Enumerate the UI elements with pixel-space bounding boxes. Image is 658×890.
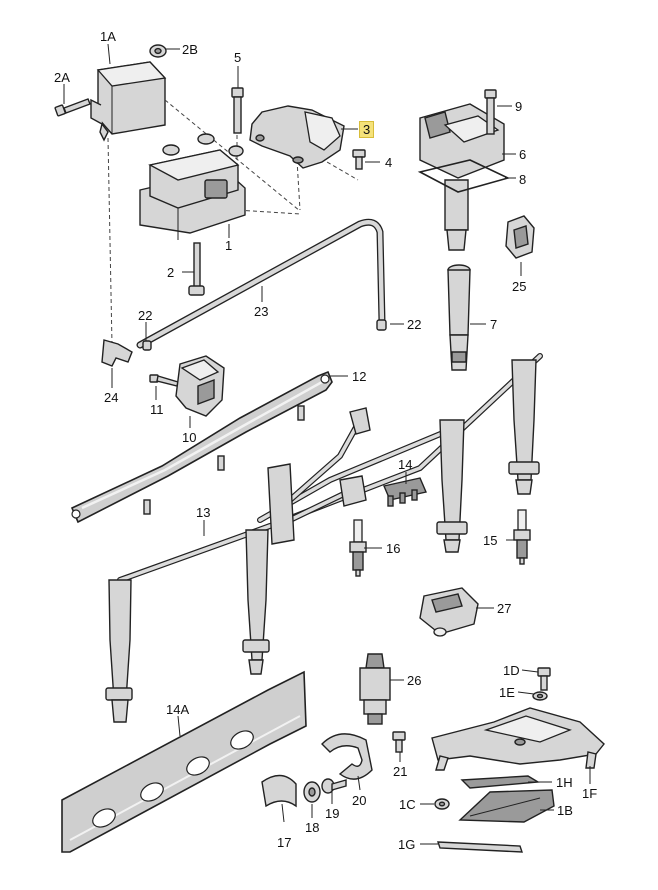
callout-21[interactable]: 21 — [393, 764, 408, 779]
callout-1[interactable]: 1 — [225, 238, 233, 253]
callout-14[interactable]: 14 — [398, 457, 413, 472]
alignment-line — [107, 137, 113, 346]
callout-15[interactable]: 15 — [483, 533, 498, 548]
bolt-21[interactable] — [392, 731, 406, 753]
callout-20[interactable]: 20 — [352, 793, 367, 808]
leader-lines — [63, 43, 591, 845]
ignition-lead-set-13[interactable] — [105, 353, 543, 723]
callout-1E[interactable]: 1E — [499, 685, 515, 700]
callout-25[interactable]: 25 — [512, 279, 527, 294]
hose-clip-22[interactable] — [142, 319, 387, 351]
washer-18[interactable] — [303, 781, 321, 803]
valve-26[interactable] — [359, 653, 391, 725]
clip-14[interactable] — [383, 477, 427, 507]
spark-plug-15[interactable] — [513, 509, 531, 565]
callout-2B[interactable]: 2B — [182, 42, 198, 57]
plate-1H[interactable] — [460, 775, 541, 789]
callout-27[interactable]: 27 — [497, 601, 512, 616]
callout-3[interactable]: 3 — [359, 121, 375, 138]
callout-10[interactable]: 10 — [182, 430, 197, 445]
callout-4[interactable]: 4 — [385, 155, 393, 170]
callout-13[interactable]: 13 — [196, 505, 211, 520]
callout-17[interactable]: 17 — [277, 835, 292, 850]
callout-22-right[interactable]: 22 — [407, 317, 422, 332]
callout-7[interactable]: 7 — [490, 317, 498, 332]
bolt-2[interactable] — [188, 242, 205, 296]
callout-12[interactable]: 12 — [352, 369, 367, 384]
callout-1B[interactable]: 1B — [557, 803, 573, 818]
callout-18[interactable]: 18 — [305, 820, 320, 835]
nut-1C[interactable] — [434, 798, 450, 810]
alignment-line — [296, 159, 301, 211]
callout-1H[interactable]: 1H — [556, 775, 573, 790]
callout-26[interactable]: 26 — [407, 673, 422, 688]
bolt-4[interactable] — [352, 149, 366, 170]
cover-14A[interactable] — [61, 670, 307, 853]
callout-14A[interactable]: 14A — [166, 702, 190, 717]
callout-1G[interactable]: 1G — [398, 837, 416, 852]
callout-19[interactable]: 19 — [325, 806, 340, 821]
callout-5[interactable]: 5 — [234, 50, 242, 65]
plate-1B[interactable] — [458, 789, 555, 823]
callout-1D[interactable]: 1D — [503, 663, 520, 678]
callout-1A[interactable]: 1A — [100, 29, 116, 44]
bracket-1F[interactable] — [431, 707, 605, 771]
cable-holder-12[interactable] — [70, 370, 333, 524]
spark-plug-16[interactable] — [349, 519, 367, 577]
callout-8[interactable]: 8 — [519, 172, 527, 187]
callout-6[interactable]: 6 — [519, 147, 527, 162]
callout-24[interactable]: 24 — [104, 390, 119, 405]
callout-11[interactable]: 11 — [150, 402, 164, 417]
bolt-11[interactable] — [149, 374, 179, 387]
connector-7[interactable] — [447, 264, 471, 371]
vacuum-line-23[interactable] — [136, 218, 386, 349]
bracket-3[interactable] — [249, 105, 345, 169]
nut-2B[interactable] — [149, 44, 167, 58]
callout-22-left[interactable]: 22 — [138, 308, 153, 323]
ignition-coil-1A[interactable] — [90, 61, 167, 142]
callout-16[interactable]: 16 — [386, 541, 401, 556]
clamp-17[interactable] — [261, 774, 297, 808]
callout-1F[interactable]: 1F — [582, 786, 598, 801]
bolt-19[interactable] — [321, 778, 347, 794]
strip-1G[interactable] — [437, 841, 523, 853]
bolt-2A[interactable] — [54, 98, 91, 117]
callout-23[interactable]: 23 — [254, 304, 269, 319]
callout-9[interactable]: 9 — [515, 99, 523, 114]
clip-25[interactable] — [505, 215, 535, 259]
callout-2[interactable]: 2 — [167, 265, 175, 280]
clamp-20[interactable] — [321, 733, 373, 780]
ignition-coil-6[interactable] — [419, 103, 505, 251]
elbow-24[interactable] — [101, 339, 133, 367]
bolt-9[interactable] — [484, 89, 497, 135]
ignition-coil-1[interactable] — [139, 133, 246, 240]
alignment-line — [236, 135, 301, 215]
callout-2A[interactable]: 2A — [54, 70, 70, 85]
washer-1E[interactable] — [532, 691, 548, 701]
bolt-5[interactable] — [231, 87, 244, 134]
callout-1C[interactable]: 1C — [399, 797, 416, 812]
sensor-10[interactable] — [175, 355, 225, 417]
bolt-1D[interactable] — [537, 667, 551, 691]
sensor-27[interactable] — [419, 587, 479, 637]
